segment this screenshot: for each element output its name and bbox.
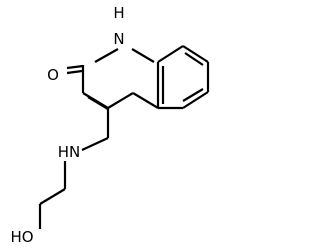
bond	[131, 48, 155, 63]
chemical-structure: H N O HN HO	[10, 4, 210, 246]
bond	[157, 45, 184, 63]
bond	[107, 92, 134, 109]
hydroxyl-label: HO	[10, 228, 33, 246]
bond	[87, 96, 109, 110]
ring-nitrogen-label: N	[113, 30, 124, 48]
structure-canvas: H N O HN HO	[10, 4, 210, 246]
bond	[182, 45, 209, 63]
bond	[182, 88, 204, 102]
bond	[66, 64, 84, 70]
bond	[182, 91, 209, 109]
bond	[94, 48, 119, 63]
carbonyl-oxygen-label: O	[47, 66, 59, 84]
bond	[132, 92, 159, 109]
amine-nh-label: HN	[58, 143, 81, 161]
bond	[81, 137, 109, 151]
bond	[39, 188, 66, 205]
bond	[184, 52, 204, 66]
bond	[66, 69, 83, 75]
ring-nh-hydrogen-label: H	[113, 4, 124, 22]
